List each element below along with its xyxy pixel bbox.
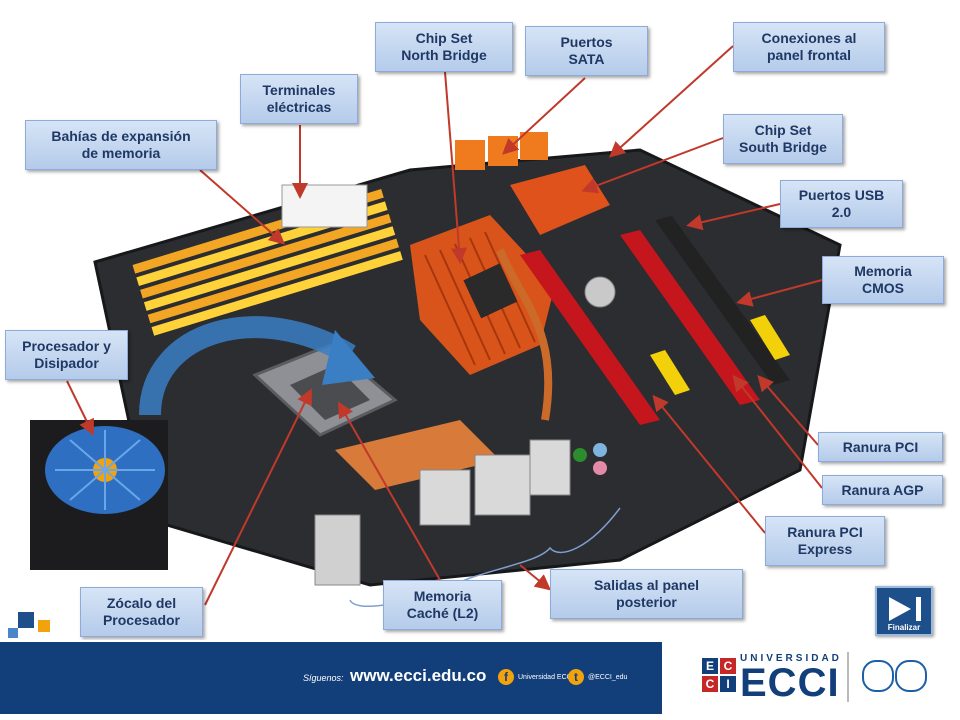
website-link[interactable]: www.ecci.edu.co — [350, 666, 487, 685]
pointer-pci — [757, 374, 819, 446]
label-rear-panel: Salidas al panel posterior — [550, 569, 743, 619]
pointer-lines — [66, 45, 823, 606]
finish-button-label: Finalizar — [887, 623, 921, 632]
label-pcie: Ranura PCI Express — [765, 516, 885, 566]
label-chipset-south: Chip Set South Bridge — [723, 114, 843, 164]
label-terminals: Terminales eléctricas — [240, 74, 358, 124]
pointer-sata — [502, 77, 586, 155]
footer-band — [0, 642, 662, 714]
label-cmos: Memoria CMOS — [822, 256, 944, 304]
university-label: UNIVERSIDAD — [740, 653, 842, 664]
logo-letter-i: I — [720, 676, 736, 692]
pointer-cpu-cooler — [66, 380, 94, 436]
end-icon — [889, 597, 911, 621]
pointer-rear-panel — [519, 564, 552, 591]
pointer-usb — [686, 203, 781, 231]
label-cpu-cooler: Procesador y Disipador — [5, 330, 128, 380]
pointer-memory-banks — [199, 169, 286, 245]
pointer-chipset-south — [581, 137, 724, 194]
logo-letter-c1: C — [720, 658, 736, 674]
label-pci: Ranura PCI — [818, 432, 943, 462]
certification-icon — [862, 660, 894, 692]
pointer-pcie — [652, 394, 766, 534]
follow-label: Síguenos: — [303, 673, 344, 683]
corner-decoration — [0, 612, 60, 642]
label-front-panel: Conexiones al panel frontal — [733, 22, 885, 72]
iqnet-icon — [895, 660, 927, 692]
label-usb: Puertos USB 2.0 — [780, 180, 903, 228]
label-agp: Ranura AGP — [822, 475, 943, 505]
label-chipset-north: Chip Set North Bridge — [375, 22, 513, 72]
label-sata: Puertos SATA — [525, 26, 648, 76]
facebook-icon[interactable]: f — [498, 669, 514, 685]
motherboard-image — [30, 132, 842, 608]
university-name: ECCI — [740, 661, 840, 705]
end-icon-bar — [916, 597, 921, 621]
pointer-chipset-north — [444, 71, 468, 264]
twitter-label: @ECCI_edu — [588, 674, 628, 681]
pointer-cmos — [736, 279, 823, 307]
pointer-front-panel — [609, 45, 734, 158]
finish-button[interactable]: Finalizar — [875, 586, 933, 636]
label-socket: Zócalo del Procesador — [80, 587, 203, 637]
footer-divider — [847, 652, 849, 702]
pointer-agp — [732, 374, 823, 489]
pointer-socket — [204, 388, 312, 606]
pointer-cache — [338, 401, 441, 581]
facebook-label: Universidad ECCI — [518, 674, 574, 681]
logo-letter-c2: C — [702, 676, 718, 692]
twitter-icon[interactable]: t — [568, 669, 584, 685]
logo-letter-e: E — [702, 658, 718, 674]
label-cache: Memoria Caché (L2) — [383, 580, 502, 630]
label-memory-banks: Bahías de expansión de memoria — [25, 120, 217, 170]
